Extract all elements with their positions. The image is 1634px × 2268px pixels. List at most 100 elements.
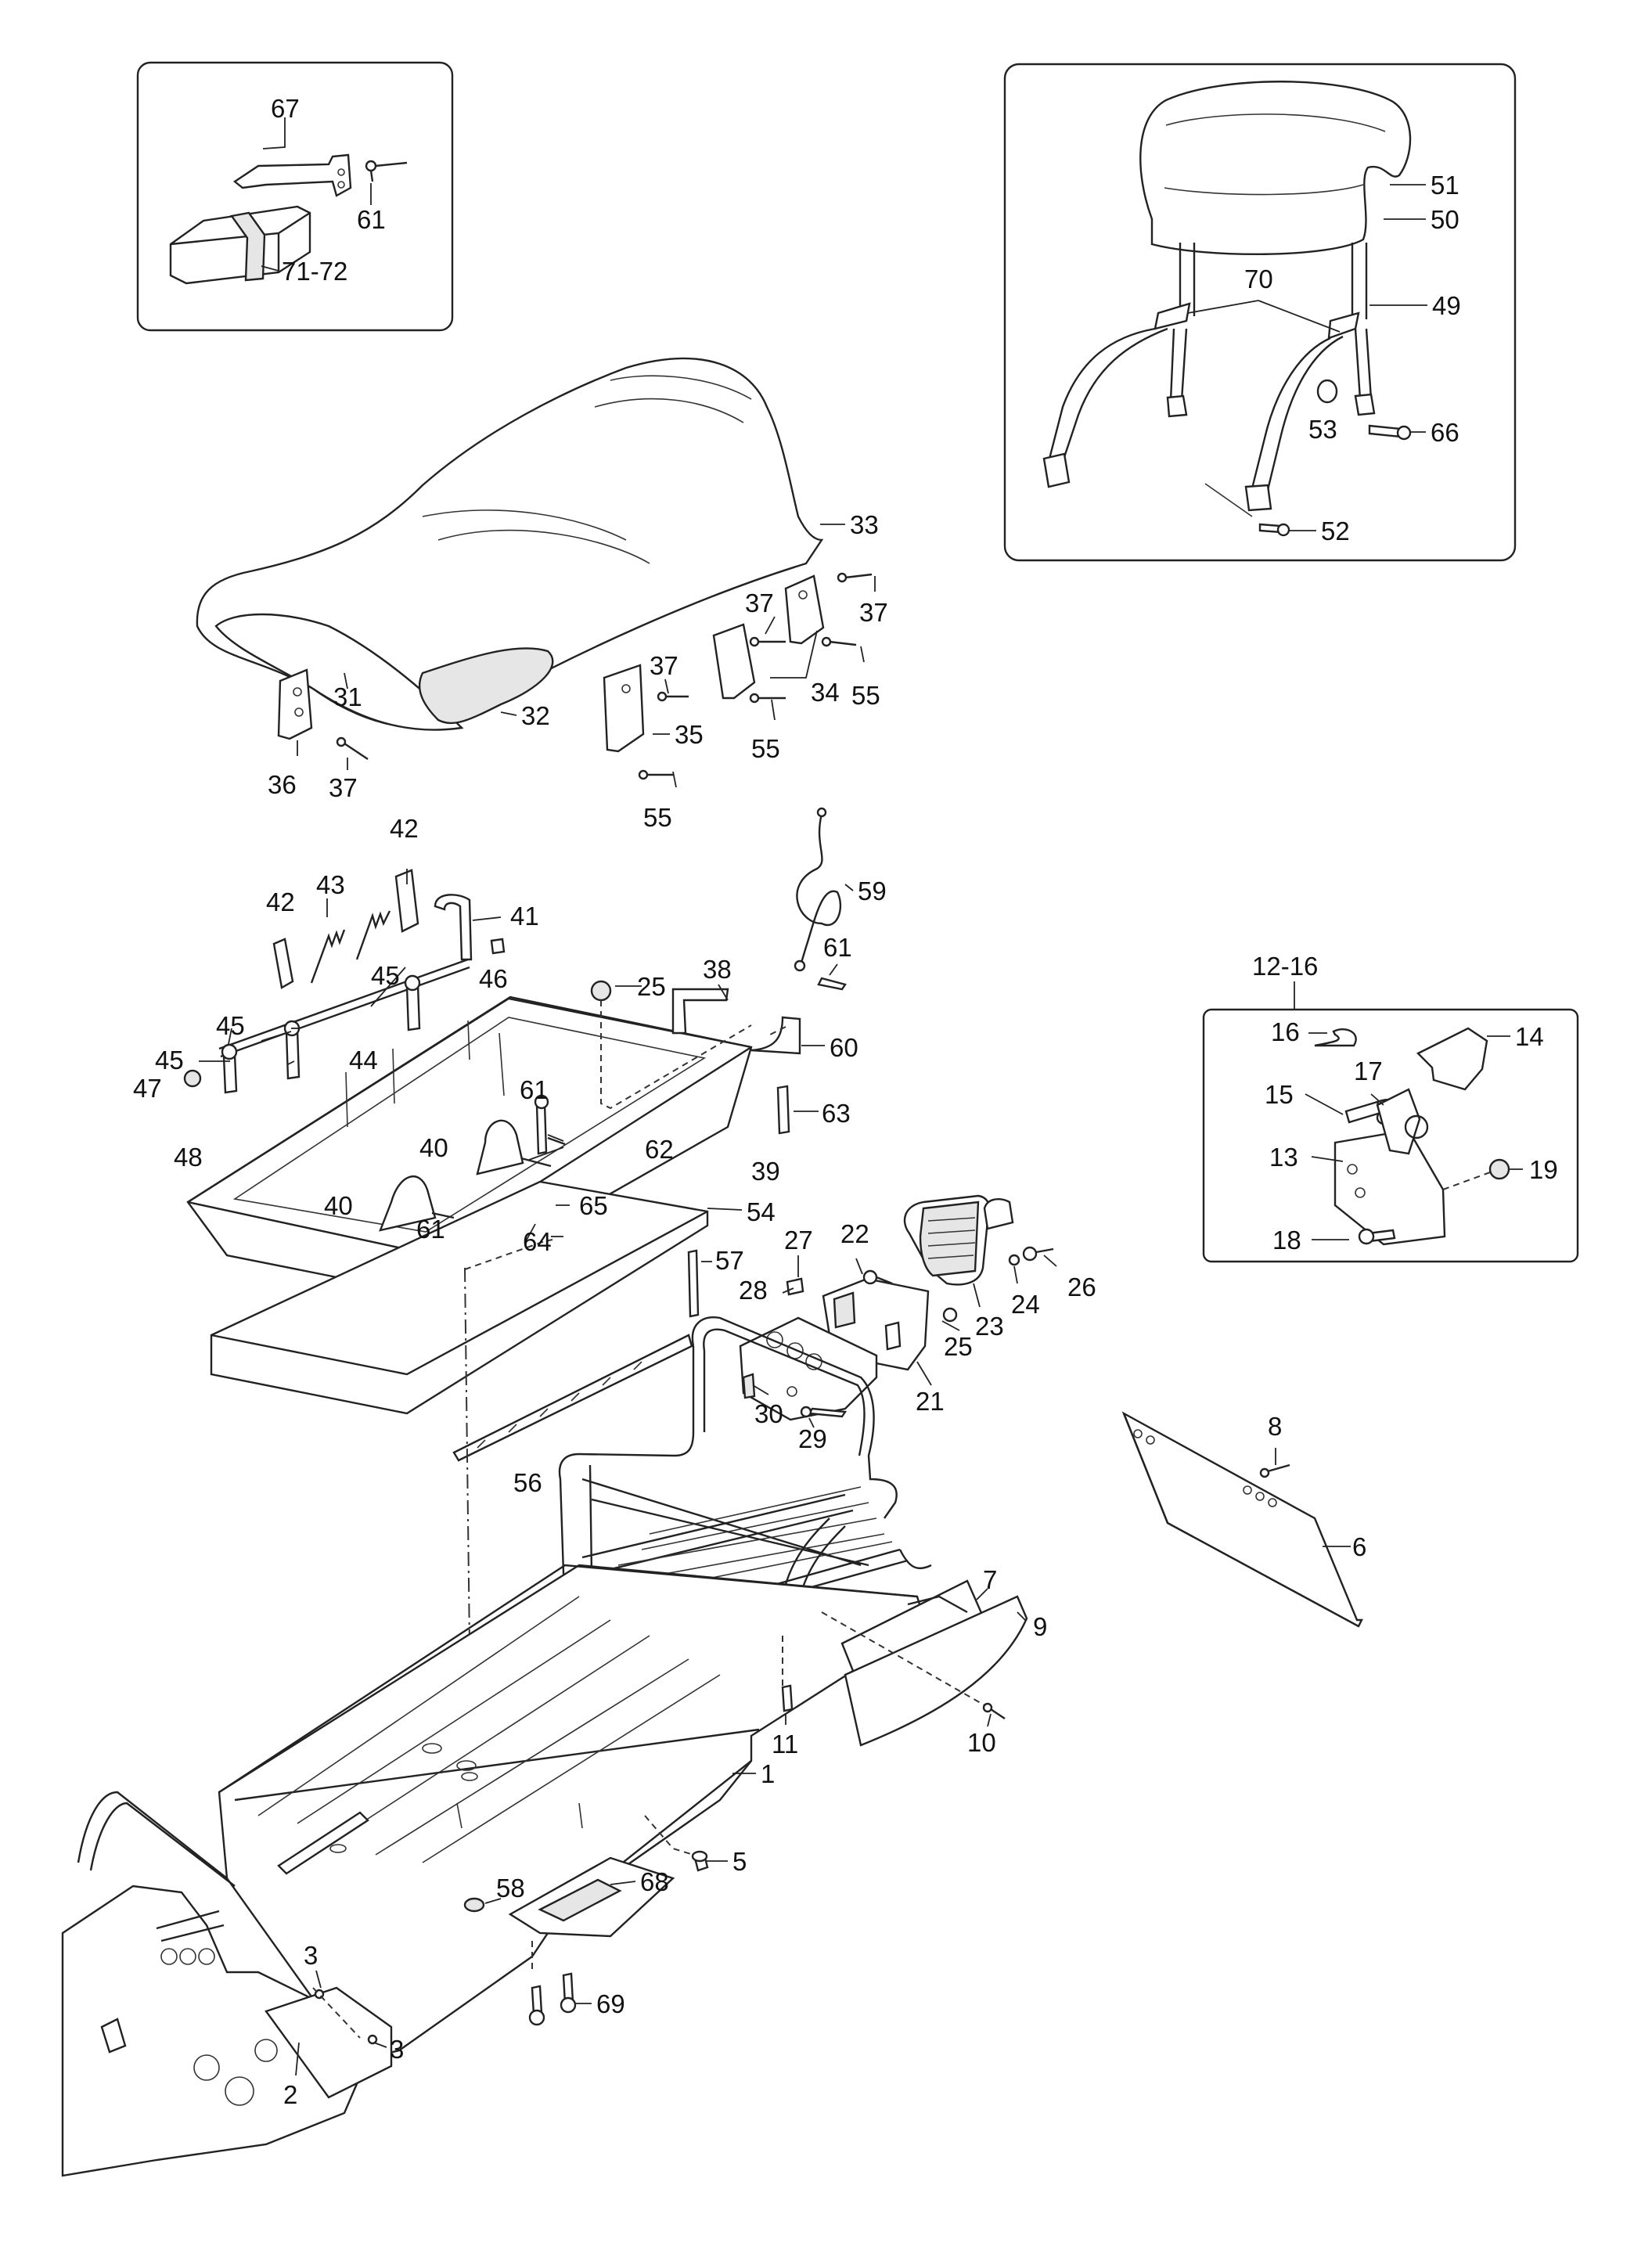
callout-69: 69 <box>596 1989 625 2018</box>
callout-63: 63 <box>822 1099 851 1128</box>
callout-66: 66 <box>1431 418 1459 447</box>
callout-24: 24 <box>1011 1290 1040 1319</box>
callout-7: 7 <box>983 1565 997 1594</box>
seat-rivets <box>336 572 873 780</box>
callout-48: 48 <box>174 1143 203 1172</box>
callout-52: 52 <box>1321 517 1350 545</box>
inset-storage-bag: 67 61 71-72 <box>136 61 454 332</box>
callout-50: 50 <box>1431 205 1459 234</box>
callout-25-a: 25 <box>637 972 666 1001</box>
tray-brackets-40 <box>379 1119 552 1232</box>
bag-bracket <box>232 153 352 197</box>
callout-47: 47 <box>133 1074 162 1103</box>
callout-36: 36 <box>268 770 297 799</box>
callout-38: 38 <box>703 955 732 984</box>
callout-55-b: 55 <box>851 681 880 710</box>
callout-3-b: 3 <box>390 2035 404 2064</box>
backrest-bolt-52 <box>1204 483 1290 537</box>
backrest-frame <box>1042 243 1376 512</box>
backrest-rubber-bumper <box>1316 379 1338 404</box>
callout-40-b: 40 <box>324 1191 353 1220</box>
callout-56: 56 <box>513 1468 542 1497</box>
seat-hinge-bracket-36 <box>277 668 313 740</box>
callout-5: 5 <box>732 1847 747 1876</box>
seat-bracket-35 <box>603 664 645 753</box>
callout-70: 70 <box>1244 265 1273 293</box>
tray-liner-54 <box>210 1180 709 1415</box>
callout-29: 29 <box>798 1424 827 1453</box>
callout-26: 26 <box>1067 1273 1096 1301</box>
callout-37-b: 37 <box>650 651 678 680</box>
callout-21: 21 <box>916 1387 945 1416</box>
seat-assembly <box>196 357 824 731</box>
tunnel-skid-plate-68 <box>508 1856 675 1938</box>
callout-61: 61 <box>357 205 386 234</box>
callout-1: 1 <box>761 1759 775 1788</box>
seat-cable-59 <box>794 807 847 991</box>
front-bumper-frame <box>61 1791 393 2177</box>
callout-23: 23 <box>975 1312 1004 1341</box>
bag-rivet <box>365 160 408 182</box>
license-plate-bracket <box>739 1316 878 1421</box>
backrest-bolt-66 <box>1368 424 1412 441</box>
callout-13: 13 <box>1269 1143 1298 1172</box>
callout-37-c: 37 <box>745 589 774 617</box>
callout-41: 41 <box>510 902 539 931</box>
callout-54: 54 <box>747 1197 776 1226</box>
callout-27: 27 <box>784 1226 813 1255</box>
callout-55-a: 55 <box>751 734 780 763</box>
callout-10: 10 <box>967 1728 996 1757</box>
callout-42-a: 42 <box>390 814 419 843</box>
callout-62: 62 <box>645 1135 674 1164</box>
tray-support-rail-56 <box>452 1249 700 1462</box>
rear-flap-7-9 <box>781 1579 1028 1747</box>
callout-49: 49 <box>1432 291 1461 320</box>
callout-33: 33 <box>850 510 879 539</box>
callout-53: 53 <box>1308 415 1337 444</box>
callout-14: 14 <box>1515 1022 1544 1051</box>
callout-3-a: 3 <box>304 1941 318 1970</box>
callout-32: 32 <box>521 701 550 730</box>
seat-foam-patch <box>418 647 554 725</box>
callout-64: 64 <box>523 1227 552 1256</box>
callout-42-b: 42 <box>266 887 295 916</box>
callout-37-d: 37 <box>859 598 888 627</box>
callout-9: 9 <box>1033 1612 1047 1641</box>
callout-67: 67 <box>271 94 300 123</box>
seat-bracket-34 <box>712 574 825 700</box>
callout-58: 58 <box>496 1874 525 1903</box>
callout-61-d: 61 <box>823 933 852 962</box>
callout-28: 28 <box>739 1276 768 1305</box>
callout-2: 2 <box>283 2080 297 2109</box>
callout-45-a: 45 <box>371 961 400 990</box>
callout-43: 43 <box>316 870 345 899</box>
callout-60: 60 <box>830 1033 858 1062</box>
callout-19: 19 <box>1529 1155 1558 1184</box>
callout-59: 59 <box>858 877 887 905</box>
callout-17: 17 <box>1354 1057 1383 1085</box>
callout-51: 51 <box>1431 171 1459 200</box>
callout-31: 31 <box>333 682 362 711</box>
callout-57: 57 <box>715 1246 744 1275</box>
callout-71-72: 71-72 <box>282 257 347 286</box>
callout-15: 15 <box>1265 1080 1294 1109</box>
callout-35: 35 <box>675 720 704 749</box>
callout-8: 8 <box>1268 1412 1282 1441</box>
callout-12-16: 12-16 <box>1252 952 1318 981</box>
chassis-fasteners <box>314 1850 709 2045</box>
latch-mechanism <box>183 869 506 1094</box>
backrest-pad <box>1139 81 1412 256</box>
callout-45-b: 45 <box>216 1011 245 1040</box>
callout-18: 18 <box>1272 1226 1301 1255</box>
callout-30: 30 <box>754 1399 783 1428</box>
callout-61-b: 61 <box>520 1075 549 1104</box>
callout-68: 68 <box>640 1867 669 1896</box>
callout-45-c: 45 <box>155 1046 184 1075</box>
storage-bag <box>169 205 311 285</box>
callout-22: 22 <box>840 1219 869 1248</box>
callout-44: 44 <box>349 1046 378 1075</box>
callout-34: 34 <box>811 678 840 707</box>
callout-55-c: 55 <box>643 803 672 832</box>
